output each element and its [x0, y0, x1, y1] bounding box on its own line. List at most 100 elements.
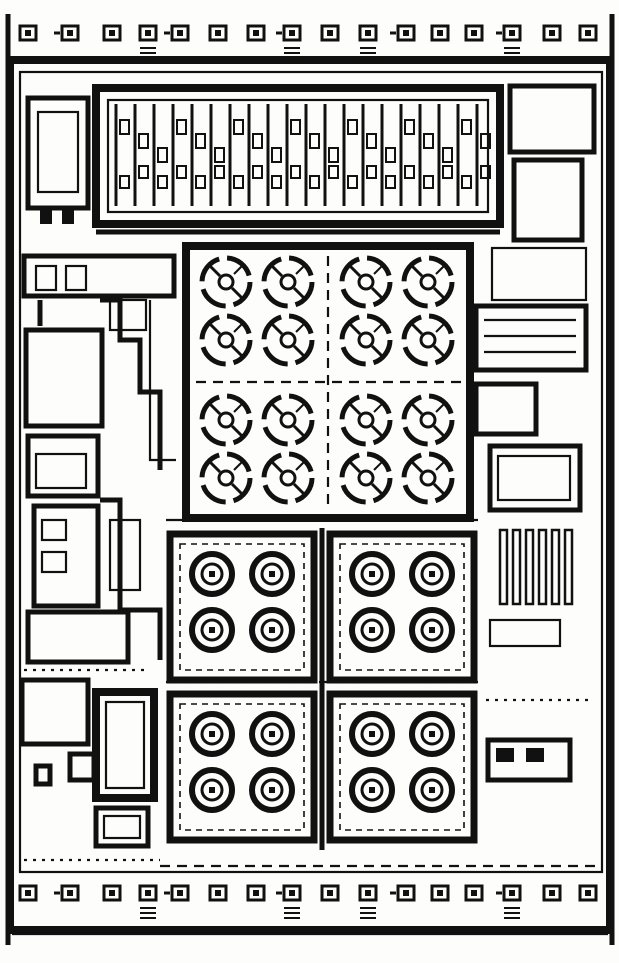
bond-pad	[102, 24, 122, 42]
right-circuitry	[473, 303, 592, 783]
small-cell	[349, 711, 395, 757]
large-cell-region	[182, 242, 474, 522]
pad-label-mark	[284, 907, 300, 919]
large-cell	[401, 313, 455, 367]
large-cell	[261, 255, 315, 309]
small-cell	[189, 551, 235, 597]
pad-label-mark	[504, 47, 520, 59]
large-cell-block	[199, 393, 315, 505]
large-cell-block	[199, 255, 315, 367]
driver-bar	[563, 528, 574, 606]
pad-label-mark	[360, 47, 376, 59]
pad-label-mark	[284, 47, 300, 59]
large-cell	[199, 393, 253, 447]
large-cell	[339, 451, 393, 505]
bond-pad	[542, 24, 562, 42]
register-column	[114, 104, 130, 206]
bond-pad	[578, 24, 598, 42]
left-circuitry	[21, 253, 177, 672]
large-cell	[401, 393, 455, 447]
small-cell-block	[166, 530, 318, 684]
large-cell	[199, 451, 253, 505]
register-column	[323, 104, 339, 206]
bond-pad	[208, 24, 228, 42]
driver-bar	[511, 528, 522, 606]
lower-boundary	[12, 864, 608, 936]
driver-bar	[550, 528, 561, 606]
small-cell-block	[326, 690, 478, 844]
large-cell	[401, 451, 455, 505]
small-cell	[189, 711, 235, 757]
large-cell	[339, 255, 393, 309]
register-column	[361, 104, 377, 206]
bond-pad	[496, 24, 522, 42]
register-column	[133, 104, 149, 206]
bond-pad	[164, 884, 190, 902]
bottom-left-block	[19, 677, 160, 862]
register-column	[399, 104, 415, 206]
small-cell	[349, 767, 395, 813]
pad-label-mark	[360, 907, 376, 919]
bond-pad	[18, 24, 38, 42]
small-cell	[249, 607, 295, 653]
outer-boundary	[5, 14, 615, 945]
driver-bar	[524, 528, 535, 606]
bond-pad	[358, 24, 378, 42]
register-column	[437, 104, 453, 206]
bond-pad	[102, 884, 122, 902]
bond-pad	[430, 24, 450, 42]
small-cell	[189, 767, 235, 813]
small-cell	[349, 607, 395, 653]
register-column	[266, 104, 282, 206]
bond-pad	[358, 884, 378, 902]
large-cell	[261, 451, 315, 505]
driver-bar	[498, 528, 509, 606]
top-pad-row	[18, 24, 598, 59]
pad-label-mark	[504, 907, 520, 919]
driver-bar	[537, 528, 548, 606]
bond-pad	[246, 24, 266, 42]
register-column	[342, 104, 358, 206]
bond-pad	[390, 24, 416, 42]
small-cell	[249, 767, 295, 813]
small-cell	[409, 607, 455, 653]
register-column	[190, 104, 206, 206]
bond-pad	[54, 24, 80, 42]
bond-pad	[276, 884, 302, 902]
bond-pad	[578, 884, 598, 902]
large-cell-block	[339, 255, 455, 367]
bond-pad	[54, 884, 80, 902]
register-column	[304, 104, 320, 206]
register-column	[209, 104, 225, 206]
pad-label-mark	[140, 47, 156, 59]
bus-lines	[166, 518, 478, 850]
bond-pad	[390, 884, 416, 902]
top-right-block	[490, 83, 597, 302]
small-cell	[409, 551, 455, 597]
register-column	[247, 104, 263, 206]
bond-pad	[208, 884, 228, 902]
pad-label-mark	[140, 907, 156, 919]
large-cell-block	[339, 393, 455, 505]
large-cell	[199, 313, 253, 367]
bond-pad	[246, 884, 266, 902]
small-cell	[249, 551, 295, 597]
small-cell	[349, 551, 395, 597]
large-cell	[401, 255, 455, 309]
large-cell	[261, 313, 315, 367]
bottom-pad-row	[18, 884, 598, 919]
bond-pad	[464, 884, 484, 902]
register-column	[475, 104, 491, 206]
bond-pad	[276, 24, 302, 42]
bond-pad	[542, 884, 562, 902]
small-cell	[409, 711, 455, 757]
register-column	[380, 104, 396, 206]
large-cell	[339, 393, 393, 447]
bond-pad	[138, 24, 158, 42]
register-column	[228, 104, 244, 206]
bond-pad	[320, 24, 340, 42]
register-column	[171, 104, 187, 206]
top-left-block	[25, 95, 91, 224]
small-cell-region	[166, 530, 478, 844]
